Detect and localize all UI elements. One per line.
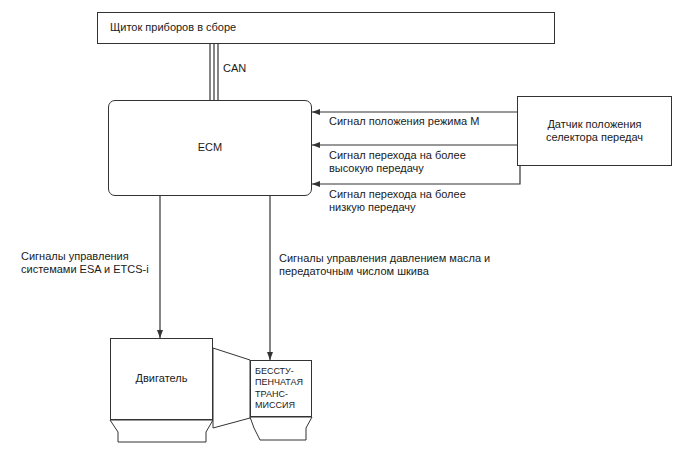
connector xyxy=(312,112,517,113)
signal-label: Сигнал перехода на более низкую передачу xyxy=(328,188,495,214)
connector-line xyxy=(312,144,517,145)
node-text: БЕССТУ- ПЕНЧАТАЯ ТРАНС- МИССИЯ xyxy=(255,366,309,411)
connector-line xyxy=(269,196,270,360)
connector-line xyxy=(312,111,517,112)
transmission-base xyxy=(250,417,312,440)
signal-label: Сигнал положения режима M xyxy=(328,115,480,128)
instrument-panel-box: Щиток приборов в сборе xyxy=(97,12,555,44)
connector xyxy=(312,145,517,146)
node-text: Щиток приборов в сборе xyxy=(110,21,546,34)
signal-label: CAN xyxy=(222,62,247,75)
node-text: Двигатель xyxy=(115,372,208,385)
bell-housing xyxy=(213,348,250,428)
ecm-box: ECM xyxy=(108,100,312,196)
connector xyxy=(270,196,271,360)
node-text: ECM xyxy=(113,141,307,154)
connector-line xyxy=(209,44,210,100)
signal-label: Сигнал перехода на более высокую передач… xyxy=(328,149,495,175)
connector xyxy=(160,196,161,338)
engine-box: Двигатель xyxy=(110,338,213,420)
connector-line xyxy=(159,196,160,338)
transmission-box: БЕССТУ- ПЕНЧАТАЯ ТРАНС- МИССИЯ xyxy=(250,360,312,417)
connector-line xyxy=(213,44,214,100)
node-text: Датчик положения селектора передач xyxy=(524,118,665,144)
engine-base xyxy=(110,420,213,442)
connector-line xyxy=(217,44,218,100)
signal-label: Сигналы управления давлением масла и пер… xyxy=(278,252,498,278)
signal-label: Сигналы управления системами ESA и ETCS-… xyxy=(20,250,157,276)
sensor-box: Датчик положения селектора передач xyxy=(517,96,672,166)
connector xyxy=(210,44,218,100)
